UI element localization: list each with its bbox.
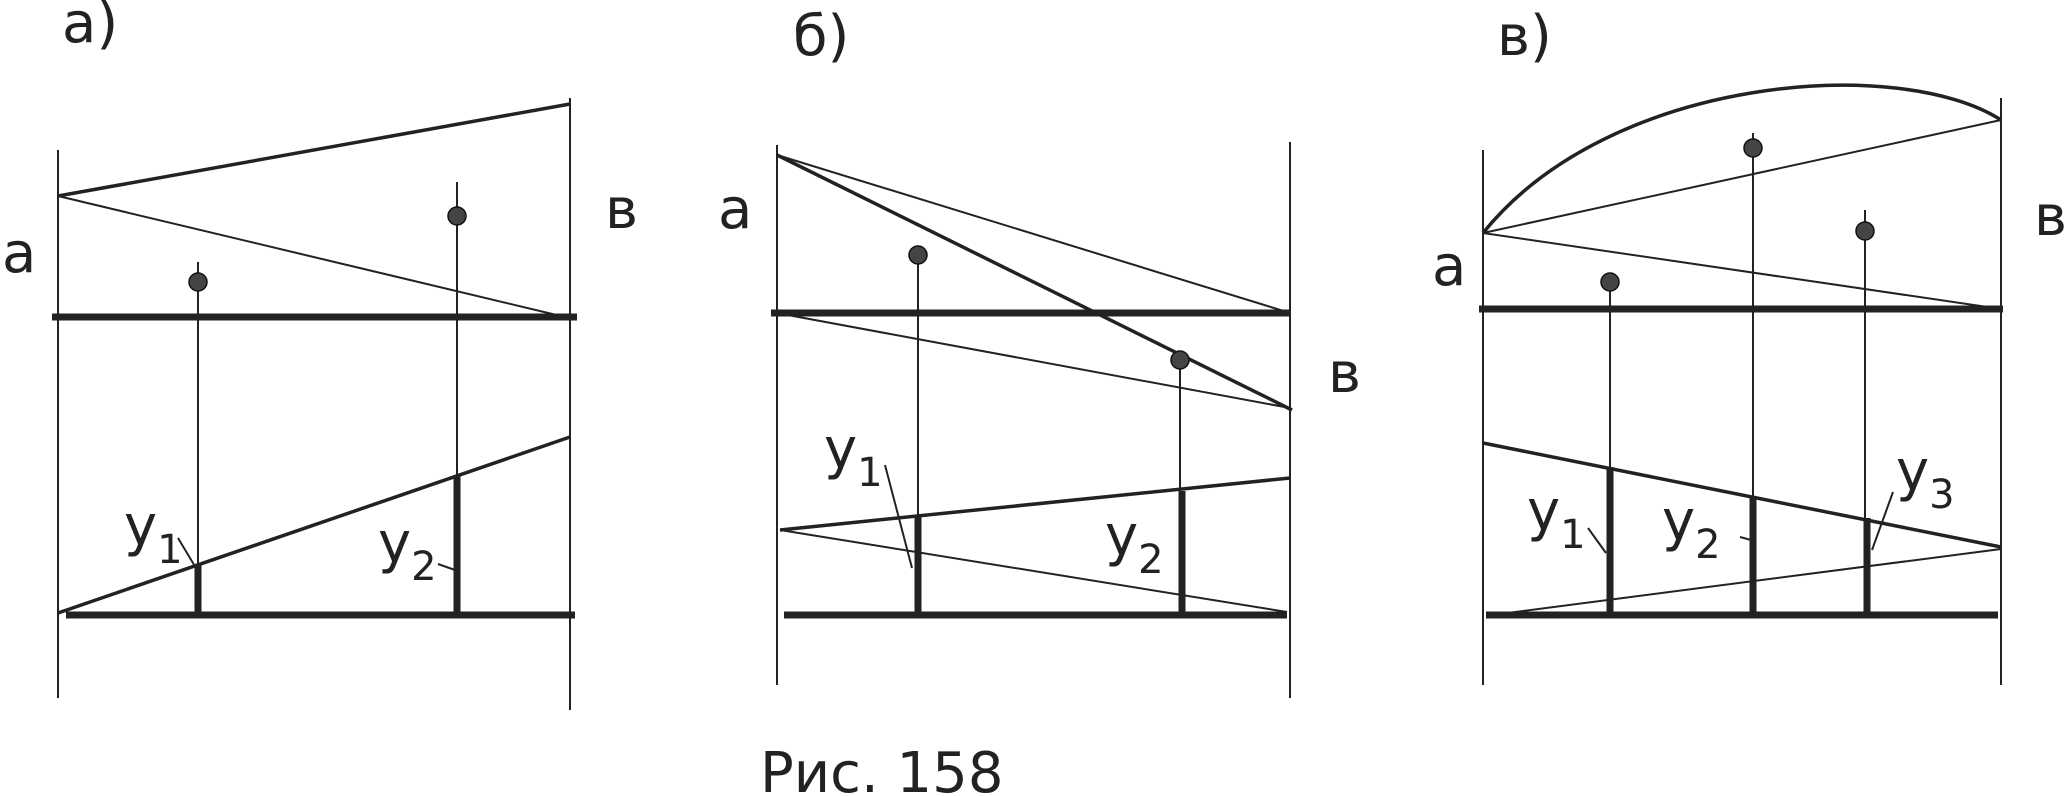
diagram-curve [1481,83,2002,235]
point-a-label: а [718,177,752,242]
diagram-chord-lower [1482,232,2002,310]
y1-label: y1 [824,417,883,496]
figure-caption: Рис. 158 [760,741,1003,796]
influence-line-lower [1491,548,2002,616]
panel-a: а) а в y1 y2 [2,0,638,710]
load-2-point [1170,350,1190,370]
diagram-main-line [776,153,1293,412]
point-a-label: а [2,221,36,286]
y1-label: y1 [124,494,183,573]
load-2-point [1743,138,1763,158]
y3-leader [1871,491,1894,551]
panel-a-label: а) [62,0,118,56]
panel-b-label: б) [793,4,849,69]
y1-leader [884,464,913,569]
load-1-point [1600,272,1620,292]
diagram-chord-upper [776,154,1288,313]
y2-leader [437,563,456,571]
load-3-point [1855,221,1875,241]
influence-line [57,435,571,615]
panel-c: в) а в y1 y2 y3 [1432,4,2067,685]
y2-label: y2 [1662,489,1721,568]
influence-line-upper [1482,441,2002,549]
y1-label: y1 [1527,479,1586,558]
y2-label: y2 [1105,504,1164,583]
point-b-label: в [2034,184,2067,249]
influence-line-upper [779,476,1291,532]
point-b-label: в [605,177,638,242]
y1-leader [1587,527,1607,554]
influence-line-lower [779,529,1288,613]
y3-label: y3 [1896,439,1955,518]
panel-b: б) а в y1 y2 [718,4,1361,698]
diagram-top-line [57,102,571,198]
load-1-point [908,245,928,265]
load-2-point [447,206,467,226]
panel-c-label: в) [1497,4,1552,69]
point-a-label: а [1432,234,1466,299]
diagram-chord-lower [776,312,1291,409]
y2-label: y2 [378,511,437,590]
load-1-point [188,272,208,292]
y1-leader [177,537,197,569]
diagram-chord-line [57,195,566,318]
y2-leader [1739,536,1752,541]
diagram-chord-upper [1482,119,2002,234]
point-b-label: в [1328,341,1361,406]
